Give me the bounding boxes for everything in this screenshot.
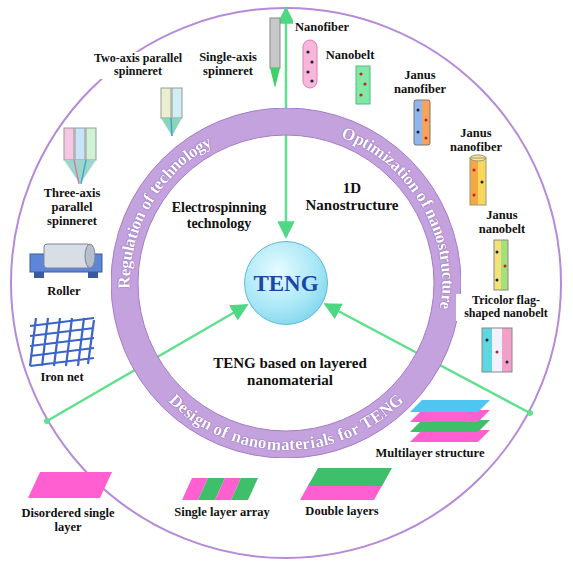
two-axis-spinneret <box>161 88 182 136</box>
janus-nanobelt <box>494 240 508 290</box>
multilayer <box>410 400 490 442</box>
roller <box>30 244 102 278</box>
layer-label: Multilayer structure <box>374 446 487 460</box>
single-layer <box>28 472 112 498</box>
iron-net <box>30 318 94 366</box>
spinneret-label: Three-axis parallel spinneret <box>33 186 111 228</box>
single-spinneret <box>270 18 280 88</box>
line-end <box>44 418 50 424</box>
belt-label: Nanobelt <box>324 48 377 62</box>
three-axis-spinneret <box>64 128 96 184</box>
nanofiber <box>303 40 317 88</box>
belt-label: Tricolor flag-shaped nanobelt <box>456 294 556 321</box>
spinneret-label: Two-axis parallel spinneret <box>86 52 190 79</box>
collector-label: Roller <box>45 284 82 298</box>
ring-fill <box>111 108 461 458</box>
layer-label: Double layers <box>303 504 380 518</box>
double-layers <box>300 468 392 500</box>
janus-nanofiber <box>470 155 486 205</box>
fiber-label: Janus nanofiber <box>443 126 509 154</box>
sector-label: TENG based on layered nanomaterial <box>190 355 390 389</box>
layer-label: Single layer array <box>172 505 272 519</box>
line-end <box>527 410 533 416</box>
center-title: TENG <box>253 272 318 295</box>
spinneret-label: Single-axis spinneret <box>190 50 266 78</box>
center-circle: TENG <box>244 241 328 325</box>
tricolor-nanobelt <box>482 328 512 372</box>
sector-label: Electrospinning technology <box>163 200 275 231</box>
nanobelt <box>356 66 370 104</box>
layer-label: Disordered single layer <box>14 506 122 534</box>
belt-label: Janus nanobelt <box>469 208 535 236</box>
collector-label: Iron net <box>38 370 85 384</box>
janus-nanofiber <box>414 100 430 145</box>
sector-label: 1D Nanostructure <box>302 180 402 214</box>
fiber-label: Janus nanofiber <box>387 68 453 96</box>
layer-array <box>182 478 258 500</box>
outer-circle <box>11 8 561 558</box>
fiber-label: Nanofiber <box>293 20 351 34</box>
